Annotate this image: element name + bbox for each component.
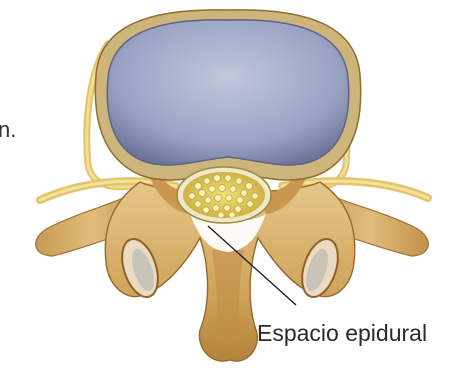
epidural-space-label: Espacio epidural	[257, 319, 427, 347]
spinal-cord	[177, 167, 271, 223]
intervertebral-disc	[107, 20, 348, 165]
clipped-caption-text: n.	[0, 117, 16, 143]
